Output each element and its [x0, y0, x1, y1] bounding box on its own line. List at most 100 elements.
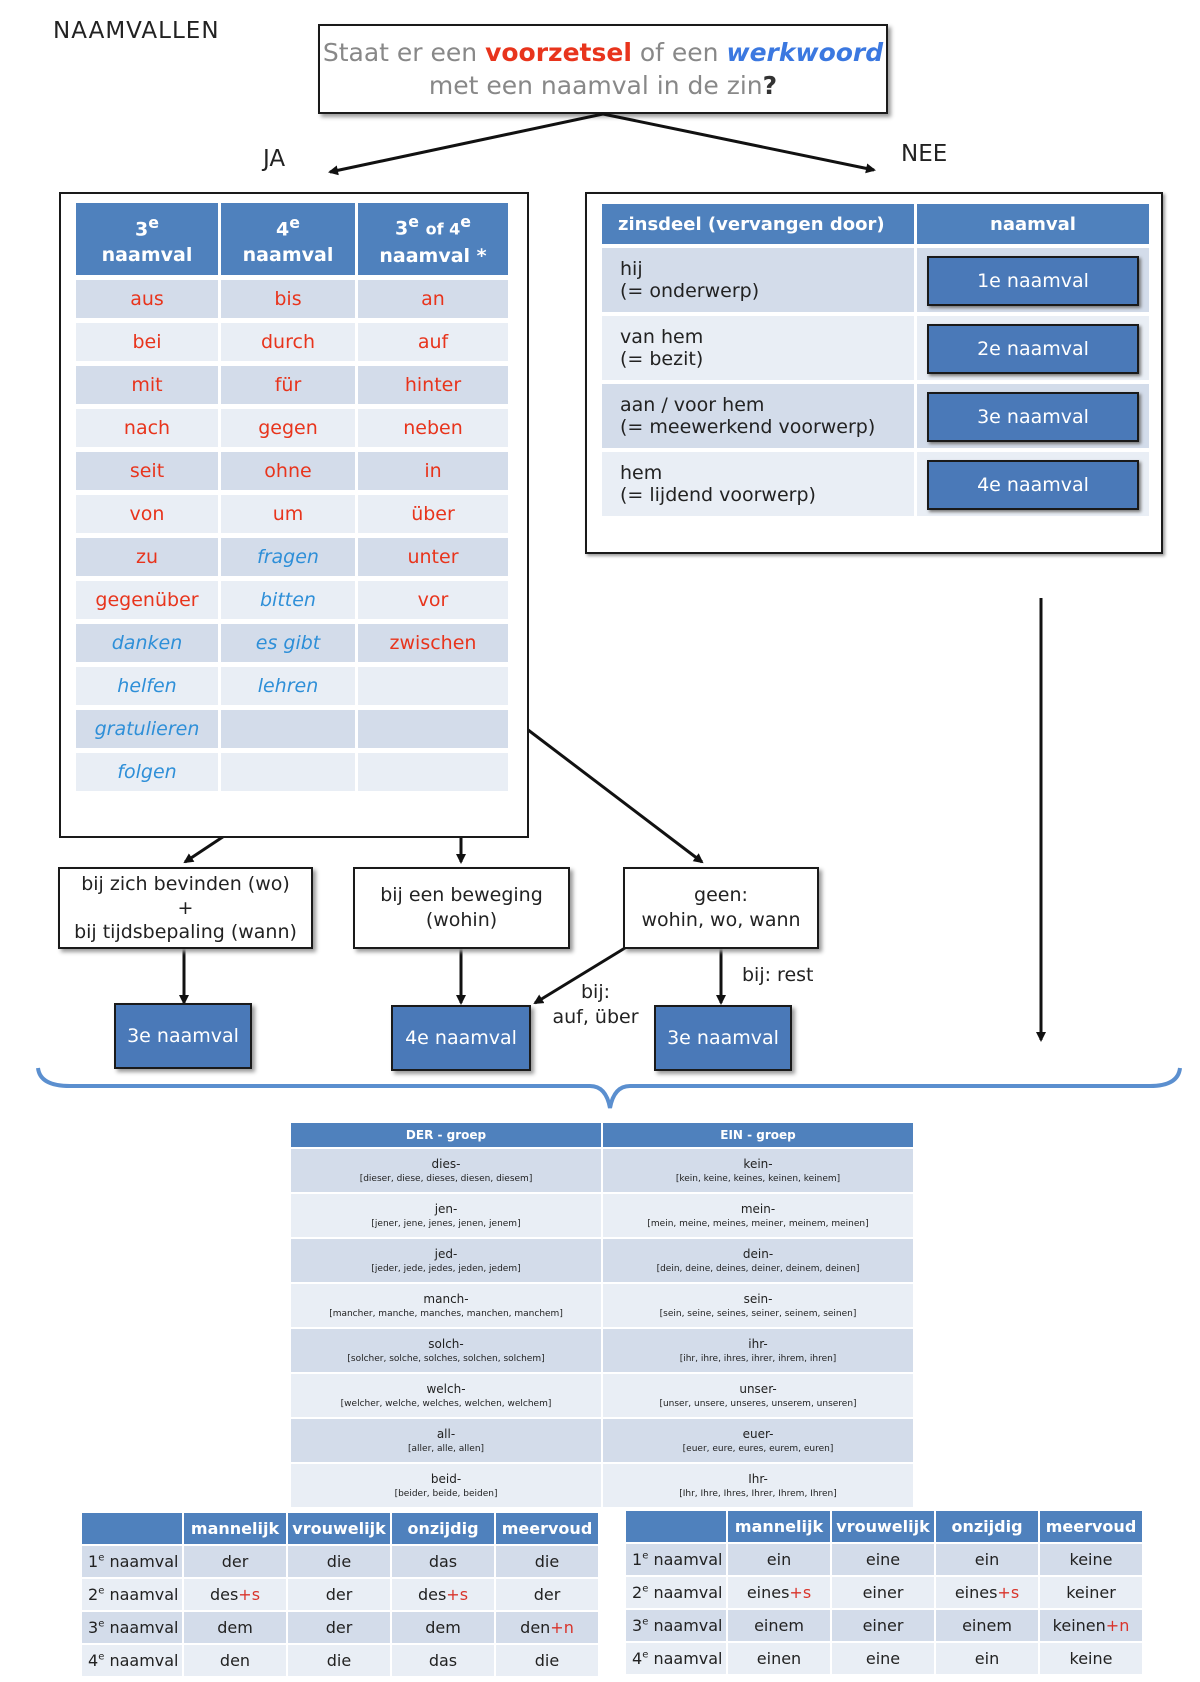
declension-cell: der: [288, 1579, 390, 1610]
label-bij-auf: bij: auf, über: [548, 980, 643, 1030]
nv-zinsdeel: hij(= onderwerp): [602, 248, 914, 312]
dec-right-h1: mannelijk: [728, 1511, 830, 1542]
derein-row: jed-[jeder, jede, jedes, jeden, jedem]de…: [291, 1239, 913, 1282]
nv-zinsdeel-line1: aan / voor hem: [620, 394, 765, 416]
ein-header: EIN - groep: [603, 1123, 913, 1147]
nv-naamval-box: 2e naamval: [927, 324, 1139, 374]
ein-forms: [euer, eure, eures, eurem, euren]: [682, 1444, 834, 1454]
nv-naamval-box: 4e naamval: [927, 460, 1139, 510]
ein-stem: kein-: [743, 1157, 773, 1171]
prep-cell: durch: [221, 323, 355, 361]
box-wo-wann: bij zich bevinden (wo) + bij tijdsbepali…: [58, 867, 313, 949]
nv-zinsdeel-line1: hij: [620, 258, 643, 280]
ein-cell: Ihr-[Ihr, Ihre, Ihres, Ihrer, Ihrem, Ihr…: [603, 1464, 913, 1507]
der-stem: welch-: [426, 1382, 466, 1396]
prep-cell: lehren: [221, 667, 355, 705]
ein-cell: ihr-[ihr, ihre, ihres, ihrer, ihrem, ihr…: [603, 1329, 913, 1372]
declension-cell: einen: [728, 1643, 830, 1674]
declension-cell: keinen+n: [1040, 1610, 1142, 1641]
prep-cell: aus: [76, 280, 218, 318]
declension-label: 2e naamval: [82, 1579, 182, 1610]
prep-cell: über: [358, 495, 508, 533]
declension-label: 2e naamval: [626, 1577, 726, 1608]
der-forms: [beider, beide, beiden]: [394, 1489, 498, 1499]
declension-cell: der: [184, 1546, 286, 1577]
question-part2: of een: [639, 38, 719, 67]
ein-cell: euer- [euer, eure, eures, eurem, euren]: [603, 1419, 913, 1462]
nv-naamval-cell: 4e naamval: [917, 452, 1149, 516]
ein-stem: sein-: [743, 1292, 773, 1306]
der-stem: dies-: [431, 1157, 461, 1171]
dec-left-h3: onzijdig: [392, 1513, 494, 1544]
prep-row: gratulieren: [76, 710, 508, 748]
box-geen: geen: wohin, wo, wann: [623, 867, 819, 949]
declension-label: 1e naamval: [626, 1544, 726, 1575]
prep-cell: bitten: [221, 581, 355, 619]
dec-right-h3: onzijdig: [936, 1511, 1038, 1542]
naamval-table: zinsdeel (vervangen door) naamval hij(= …: [599, 200, 1152, 520]
question-mark: ?: [762, 71, 778, 100]
prep-cell: vor: [358, 581, 508, 619]
prep-cell: bei: [76, 323, 218, 361]
question-line2: met een naamval in de zin: [428, 71, 763, 100]
brace: [36, 1067, 1182, 1109]
result-3e-naamval-rest: 3e naamval: [654, 1005, 792, 1071]
declension-label: 4e naamval: [626, 1643, 726, 1674]
ein-forms: [mein, meine, meines, meiner, meinem, me…: [647, 1219, 869, 1229]
result-3e-naamval-wo: 3e naamval: [114, 1003, 252, 1069]
bij-auf-1: bij:: [580, 981, 611, 1003]
der-stem: solch-: [428, 1337, 464, 1351]
der-stem: jed-: [434, 1247, 458, 1261]
prep-cell: um: [221, 495, 355, 533]
ein-stem: Ihr-: [748, 1472, 768, 1486]
question-voorzetsel: voorzetsel: [485, 38, 632, 67]
nv-zinsdeel-line2: (= meewerkend voorwerp): [620, 416, 876, 438]
question-werkwoord: werkwoord: [726, 38, 884, 67]
derein-row: dies-[dieser, diese, dieses, diesen, die…: [291, 1149, 913, 1192]
declension-cell: den+n: [496, 1612, 598, 1643]
nv-zinsdeel: aan / voor hem(= meewerkend voorwerp): [602, 384, 914, 448]
nv-zinsdeel-line2: (= lijdend voorwerp): [620, 484, 816, 506]
prep-cell: [358, 753, 508, 791]
prep-cell: für: [221, 366, 355, 404]
nv-naamval-box: 1e naamval: [927, 256, 1139, 306]
ein-stem: euer-: [742, 1427, 774, 1441]
nv-zinsdeel-line1: van hem: [620, 326, 704, 348]
declension-cell: der: [288, 1612, 390, 1643]
prep-cell: von: [76, 495, 218, 533]
declension-cell: des+s: [184, 1579, 286, 1610]
der-cell: solch-[solcher, solche, solches, solchen…: [291, 1329, 602, 1372]
declension-cell: das: [392, 1645, 494, 1676]
bij-auf-2: auf, über: [552, 1006, 639, 1028]
der-stem: jen-: [434, 1202, 458, 1216]
ein-forms: [unser, unsere, unseres, unserem, unsere…: [659, 1399, 857, 1409]
derein-row: jen-[jener, jene, jenes, jenen, jenem]me…: [291, 1194, 913, 1237]
declension-cell: dem: [184, 1612, 286, 1643]
dec-left-h4: meervoud: [496, 1513, 598, 1544]
dec-left-h2: vrouwelijk: [288, 1513, 390, 1544]
der-forms: [jener, jene, jenes, jenen, jenem]: [371, 1219, 521, 1229]
declension-cell: ein: [728, 1544, 830, 1575]
ein-cell: unser-[unser, unsere, unseres, unserem, …: [603, 1374, 913, 1417]
ein-forms: [kein, keine, keines, keinen, keinem]: [675, 1174, 841, 1184]
derein-row: beid-[beider, beide, beiden]Ihr-[Ihr, Ih…: [291, 1464, 913, 1507]
prep-cell: an: [358, 280, 508, 318]
declension-cell: keine: [1040, 1544, 1142, 1575]
nv-zinsdeel-line2: (= onderwerp): [620, 280, 760, 302]
nv-naamval-cell: 2e naamval: [917, 316, 1149, 380]
prep-cell: auf: [358, 323, 508, 361]
ein-cell: kein- [kein, keine, keines, keinen, keine…: [603, 1149, 913, 1192]
prep-cell: hinter: [358, 366, 508, 404]
ein-forms: [dein, deine, deines, deiner, deinem, de…: [656, 1264, 860, 1274]
prep-cell: helfen: [76, 667, 218, 705]
der-stem: all-: [436, 1427, 456, 1441]
